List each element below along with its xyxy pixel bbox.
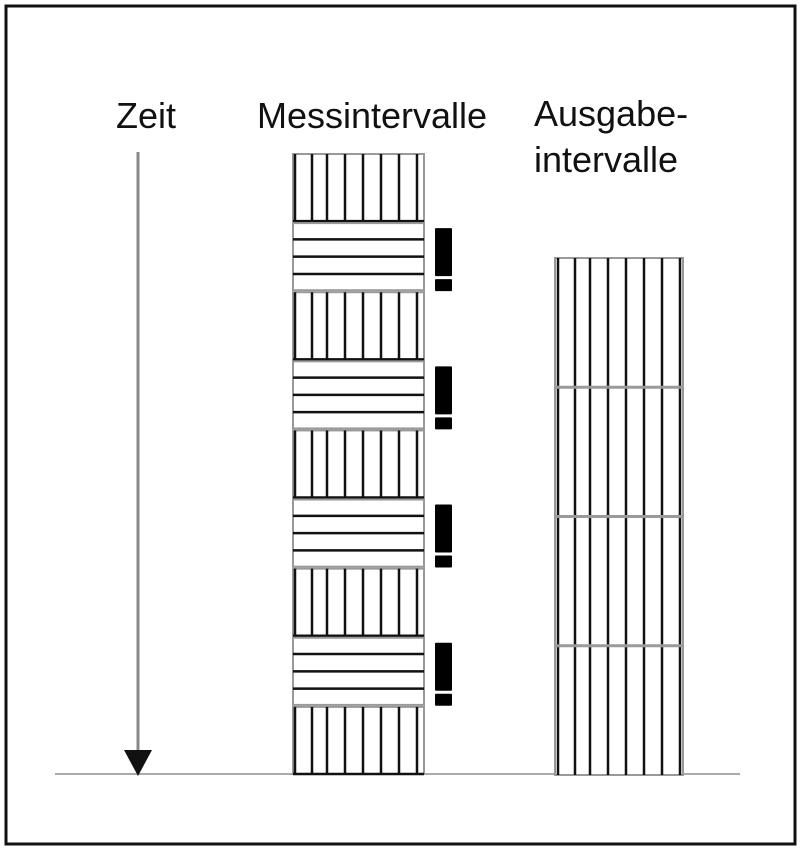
exclamation-icon (435, 366, 452, 430)
segment-outline (292, 291, 425, 361)
measure-interval-marked (292, 360, 452, 430)
exclamation-icon (435, 228, 452, 292)
segment-outline (292, 429, 425, 499)
time-arrow-head-icon (124, 750, 152, 776)
measure-interval-marked (292, 636, 452, 706)
measure-interval-marked (292, 222, 452, 292)
exclamation-dot (435, 693, 452, 706)
measure-interval-marked (292, 498, 452, 568)
measure-interval-normal (292, 429, 425, 499)
exclamation-dot (435, 279, 452, 292)
measure-interval-normal (292, 567, 425, 638)
output-intervals-label-line1: Ausgabe- (534, 93, 688, 134)
output-intervals-column (554, 257, 684, 776)
exclamation-bar (435, 642, 452, 691)
exclamation-dot (435, 555, 452, 568)
output-intervals-label-line2: intervalle (534, 139, 678, 180)
exclamation-bar (435, 504, 452, 553)
measure-interval-normal (292, 153, 425, 223)
exclamation-icon (435, 504, 452, 568)
measure-intervals-column (292, 153, 452, 776)
exclamation-bar (435, 366, 452, 415)
measure-intervals-label: Messintervalle (257, 95, 487, 136)
frame-border (4, 4, 797, 846)
time-label: Zeit (116, 95, 176, 136)
measure-interval-normal (292, 291, 425, 361)
exclamation-icon (435, 642, 452, 706)
exclamation-dot (435, 417, 452, 430)
measure-interval-normal (292, 705, 425, 776)
segment-outline (292, 153, 425, 223)
exclamation-bar (435, 228, 452, 277)
segment-outline (292, 567, 425, 637)
segment-outline (292, 705, 425, 776)
